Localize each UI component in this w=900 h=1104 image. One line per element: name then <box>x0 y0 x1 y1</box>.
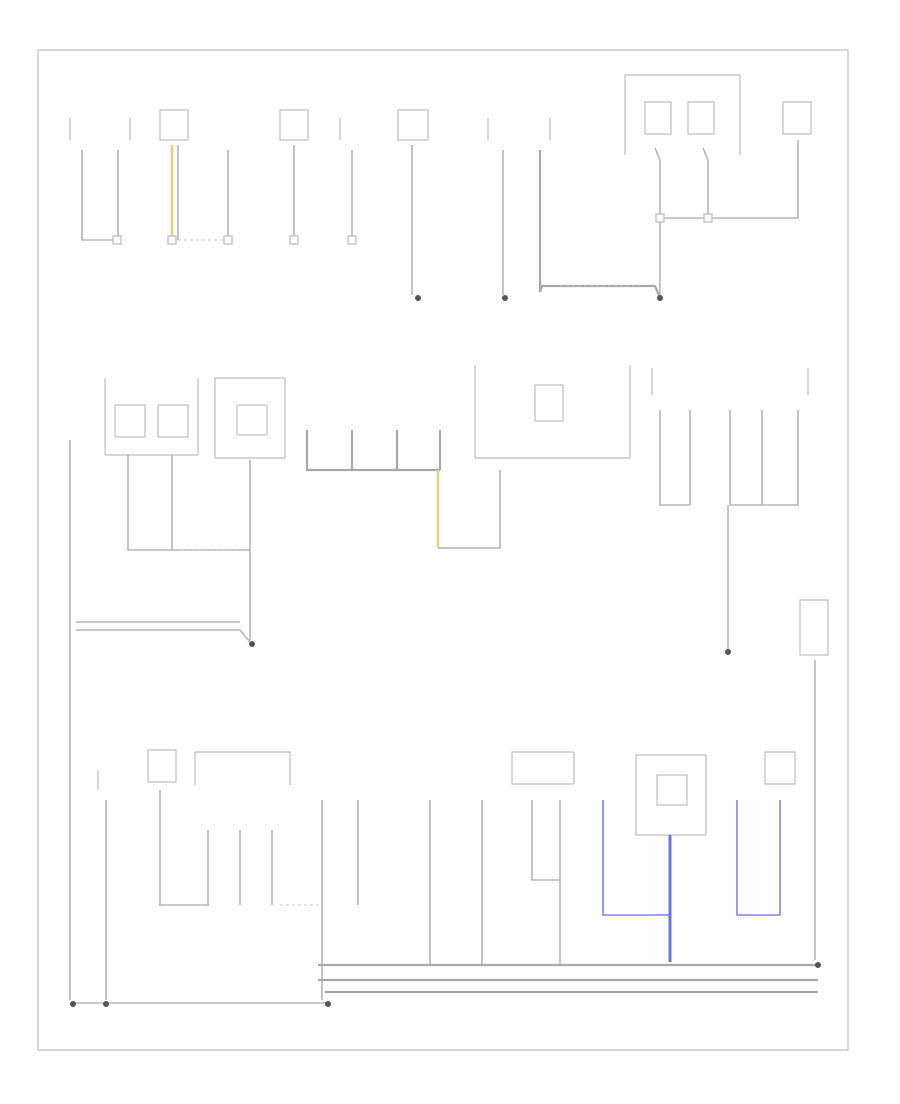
splice <box>112 235 122 245</box>
wire <box>159 790 209 906</box>
ground-point <box>815 962 821 968</box>
splice <box>223 235 233 245</box>
wire <box>438 470 501 549</box>
wire <box>127 455 250 551</box>
wire <box>531 800 561 965</box>
wire <box>76 629 251 643</box>
component-box <box>157 404 189 438</box>
component-box <box>214 377 286 459</box>
ground-point <box>415 295 421 301</box>
splice <box>167 235 177 245</box>
wire-blue <box>602 800 670 916</box>
component-box <box>782 101 812 135</box>
component-box <box>799 599 829 656</box>
splice <box>289 235 299 245</box>
component-bracket <box>69 118 131 140</box>
splice <box>655 213 665 223</box>
splice <box>347 235 357 245</box>
wire <box>729 410 799 506</box>
ground-point <box>325 1001 331 1007</box>
component-box <box>397 109 429 141</box>
top-section <box>69 74 812 301</box>
ground-point <box>103 1001 109 1007</box>
component-bracket <box>651 368 809 395</box>
wire-blue <box>736 800 781 916</box>
component-group <box>194 751 291 785</box>
splice <box>703 213 713 223</box>
component-bracket <box>487 118 551 140</box>
component-box <box>511 751 575 785</box>
wire <box>659 410 690 506</box>
component-box <box>159 109 189 141</box>
bottom-section <box>70 749 821 1007</box>
component-box <box>644 101 672 135</box>
component-box <box>114 404 146 438</box>
component-box <box>656 774 688 806</box>
component-group <box>474 365 631 459</box>
wire <box>81 150 119 241</box>
component-box <box>279 109 309 141</box>
component-box <box>635 754 707 836</box>
wire <box>654 147 661 298</box>
component-group <box>624 74 741 155</box>
wire <box>538 150 662 299</box>
component-box <box>534 384 564 422</box>
wire <box>660 140 799 219</box>
component-box <box>236 404 268 436</box>
wire <box>305 430 440 472</box>
ground-point <box>70 1001 76 1007</box>
ground-point <box>657 295 663 301</box>
component-group <box>104 378 199 456</box>
wire <box>239 830 273 905</box>
wire <box>702 147 709 218</box>
ground-point <box>502 295 508 301</box>
ground-point <box>725 649 731 655</box>
diagram-border <box>37 49 849 1051</box>
component-box <box>764 751 796 785</box>
component-box <box>147 749 177 783</box>
component-box <box>687 101 715 135</box>
ground-point <box>249 641 255 647</box>
middle-section <box>69 365 829 1000</box>
